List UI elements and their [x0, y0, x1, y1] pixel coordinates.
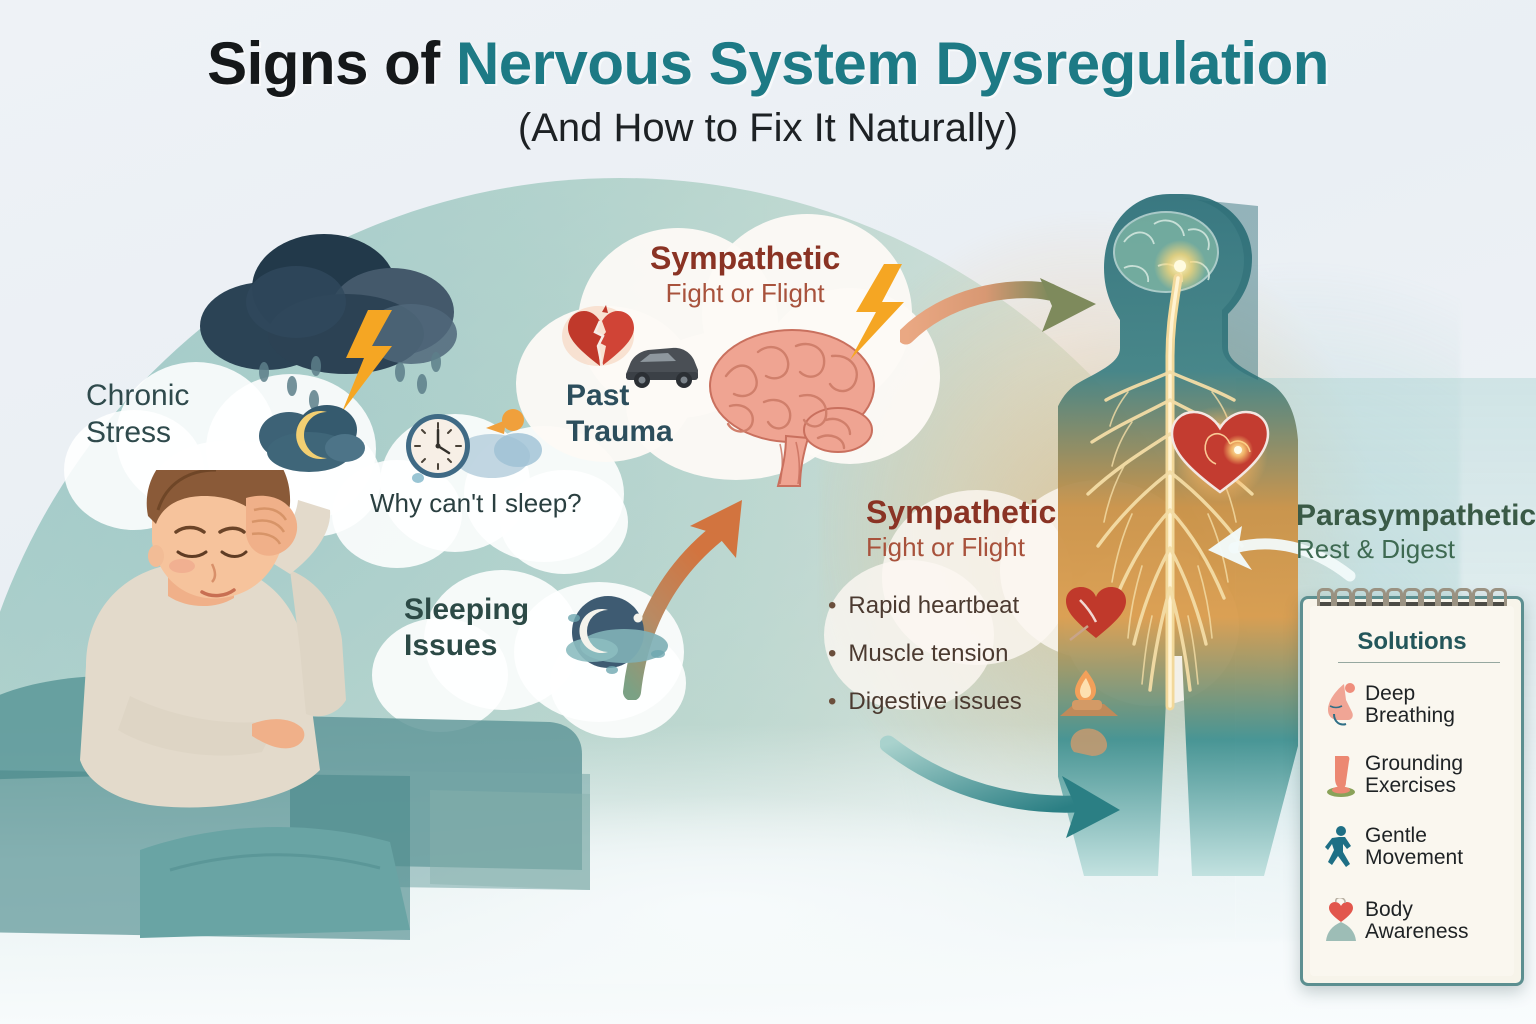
heart-body-icon — [1324, 896, 1358, 944]
brain-icon — [700, 320, 890, 496]
arrow-symptoms-to-body — [879, 700, 1170, 850]
notepad-divider — [1338, 662, 1500, 663]
sympathetic-top-subheading: Fight or Flight — [665, 277, 825, 308]
parasympathetic-label: Parasympathetic Rest & Digest — [1296, 500, 1536, 563]
parasympathetic-heading: Parasympathetic — [1296, 499, 1536, 532]
cloud-why-cant-i-sleep-label: Why can't I sleep? — [370, 488, 582, 518]
car-crash-icon — [620, 336, 704, 392]
walking-person-icon — [1324, 824, 1358, 870]
stomach-icon — [1060, 716, 1122, 760]
title-part-teal: Nervous System Dysregulation — [455, 30, 1329, 97]
sympathetic-symptoms-heading: Sympathetic — [866, 494, 1057, 530]
sympathetic-symptoms-label: Sympathetic Fight or Flight — [866, 494, 1057, 562]
night-cloud-icon — [546, 588, 676, 680]
list-item: Rapid heartbeat — [828, 592, 1022, 620]
notepad-spiral-binding — [1317, 588, 1507, 611]
title-part-dark: Signs of — [207, 30, 456, 97]
arrow-parasympathetic-to-body — [1180, 520, 1360, 630]
broken-heart-icon — [562, 302, 646, 376]
sympathetic-top-heading: Sympathetic — [650, 240, 841, 276]
heart-icon — [1062, 580, 1132, 646]
moon-cloud-icon — [255, 396, 365, 482]
lightning-bolt-icon — [842, 262, 912, 362]
arrow-brain-to-body — [897, 240, 1130, 370]
notepad-title: Solutions — [1357, 628, 1467, 655]
stressed-woman-icon — [0, 402, 590, 1024]
parasympathetic-subheading: Rest & Digest — [1296, 533, 1455, 564]
sympathetic-symptoms-subheading: Fight or Flight — [866, 531, 1025, 562]
list-item: Digestive issues — [828, 688, 1021, 716]
arrow-stress-to-brain — [612, 430, 802, 701]
nose-breathing-icon — [1324, 682, 1358, 728]
page-subtitle: (And How to Fix It Naturally) — [517, 106, 1019, 150]
candle-icon — [1052, 664, 1124, 726]
page-title: Signs of Nervous System Dysregulation — [0, 34, 1536, 94]
sympathetic-symptoms-list: Rapid heartbeat Muscle tension Digestive… — [828, 592, 1022, 736]
title-block: Signs of Nervous System Dysregulation (A… — [0, 34, 1536, 150]
human-nervous-system-icon — [1050, 186, 1388, 886]
storm-cloud-icon — [196, 206, 466, 426]
list-item: Muscle tension — [828, 640, 1022, 668]
sympathetic-top-label: Sympathetic Fight or Flight — [650, 240, 841, 308]
foot-grounding-icon — [1324, 752, 1358, 798]
clock-icon — [386, 404, 546, 496]
